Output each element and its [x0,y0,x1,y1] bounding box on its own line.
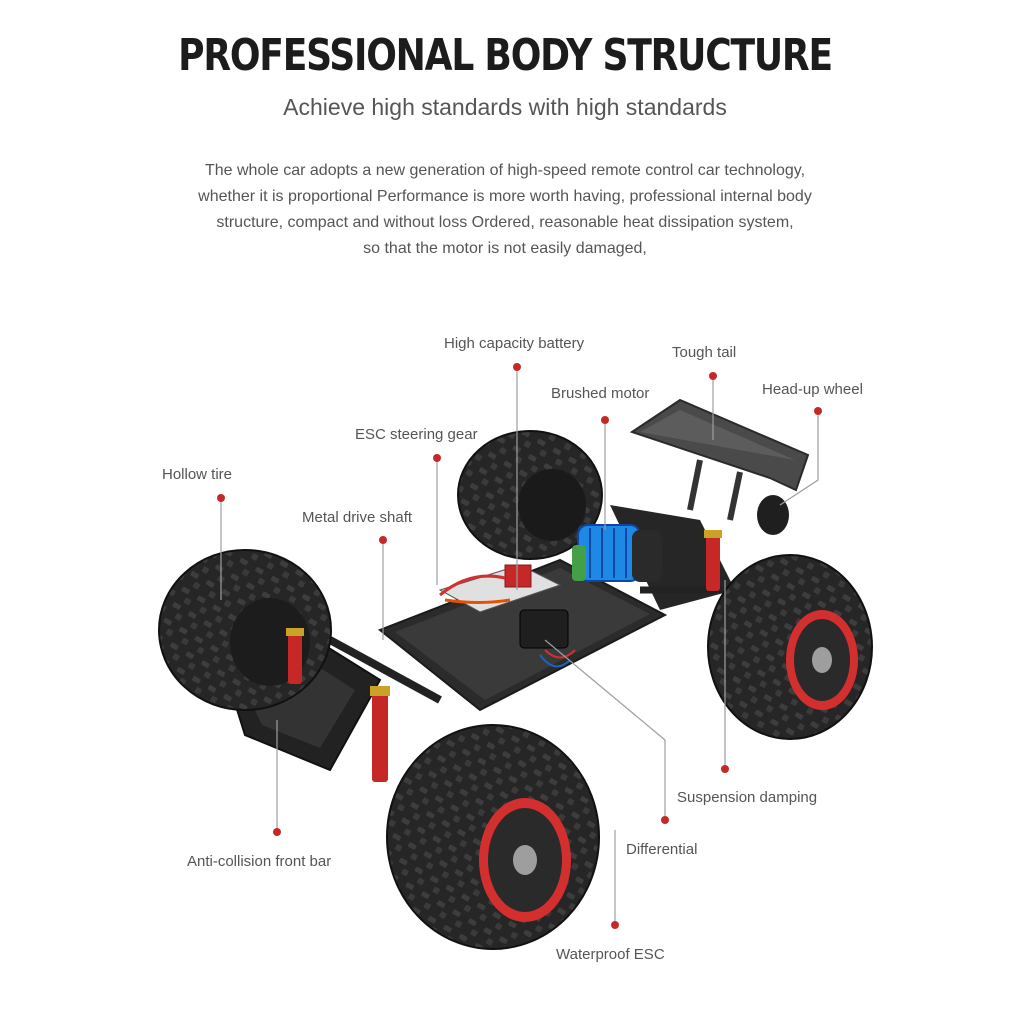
callout-leader-lines [220,367,819,925]
brushed-motor [572,524,662,582]
page-subtitle: Achieve high standards with high standar… [283,94,727,120]
callout-dots [217,363,822,929]
callout-suspension-damping: Suspension damping [677,789,818,806]
callout-head-up-wheel: Head-up wheel [762,381,863,398]
callout-hollow-tire: Hollow tire [162,466,233,483]
front-right-tire [386,724,600,950]
page-title: PROFESSIONAL BODY STRUCTURE [178,30,833,81]
callout-differential: Differential [626,841,698,858]
rear-right-tire [707,554,873,740]
callout-metal-drive-shaft: Metal drive shaft [302,509,413,526]
description-line: structure, compact and without loss Orde… [216,214,794,231]
description-line: whether it is proportional Performance i… [198,188,812,205]
callout-tough-tail: Tough tail [672,344,737,361]
rear-left-tire [457,430,603,560]
front-left-tire [158,549,332,711]
callout-anti-collision-front-bar: Anti-collision front bar [187,853,332,870]
battery-pack [438,564,562,613]
description-line: so that the motor is not easily damaged, [363,240,647,257]
description-paragraph: The whole car adopts a new generation of… [110,158,900,262]
shock-absorbers [286,530,722,782]
waterproof-esc [519,609,576,668]
callout-brushed-motor: Brushed motor [551,385,650,402]
callout-high-capacity-battery: High capacity battery [444,335,585,352]
description-line: The whole car adopts a new generation of… [204,162,806,179]
callout-waterproof-esc: Waterproof ESC [556,946,665,963]
callout-esc-steering-gear: ESC steering gear [355,426,478,443]
